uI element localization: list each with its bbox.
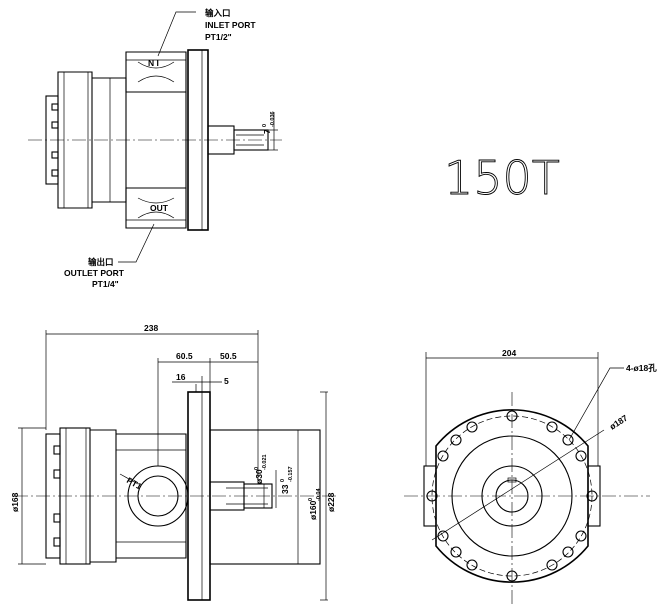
inlet-mark: N I	[148, 58, 159, 68]
dia-160-tol-top: 0	[308, 498, 314, 501]
pcd-187-label: ø187	[608, 413, 630, 432]
dia-160-label: ø160	[308, 500, 318, 520]
outlet-spec-label: PT1/4"	[92, 279, 119, 289]
key-tol-bottom: -0.036	[270, 111, 276, 127]
dia-30-label: ø30	[254, 469, 264, 484]
inlet-cn-label: 输入口	[205, 8, 231, 18]
dim-33-tol-top: 0	[280, 479, 286, 482]
port-label: PT1	[125, 475, 144, 492]
dim-33-label: 33	[280, 484, 290, 494]
dim-33-tol-bottom: -0.157	[288, 466, 294, 482]
dim-16: 16	[176, 372, 186, 382]
dim-5: 5	[224, 376, 229, 386]
dim-204: 204	[502, 348, 516, 358]
dia-228-label: ø228	[326, 492, 336, 512]
outlet-mark: OUT	[150, 203, 169, 213]
dim-50-5: 50.5	[220, 351, 237, 361]
key-dim-label: 7	[262, 129, 272, 134]
key-tol-top: 0	[262, 124, 268, 127]
dia-168-label: ø168	[10, 492, 20, 512]
outlet-en-label: OUTLET PORT	[64, 268, 125, 278]
outlet-cn-label: 输出口	[88, 257, 114, 267]
model-title: 150T	[444, 151, 560, 205]
dia-30-tol-bottom: -0.021	[262, 454, 268, 470]
holes-label: 4-ø18孔	[626, 363, 657, 373]
front-view	[404, 352, 650, 604]
inlet-en-label: INLET PORT	[205, 20, 256, 30]
top-view	[28, 11, 282, 263]
dim-238: 238	[144, 323, 158, 333]
dia-160-tol-bottom: -0.04	[316, 488, 322, 501]
dia-30-tol-top: 0	[254, 467, 260, 470]
dim-60-5: 60.5	[176, 351, 193, 361]
inlet-spec-label: PT1/2"	[205, 32, 232, 42]
side-view	[14, 330, 338, 601]
